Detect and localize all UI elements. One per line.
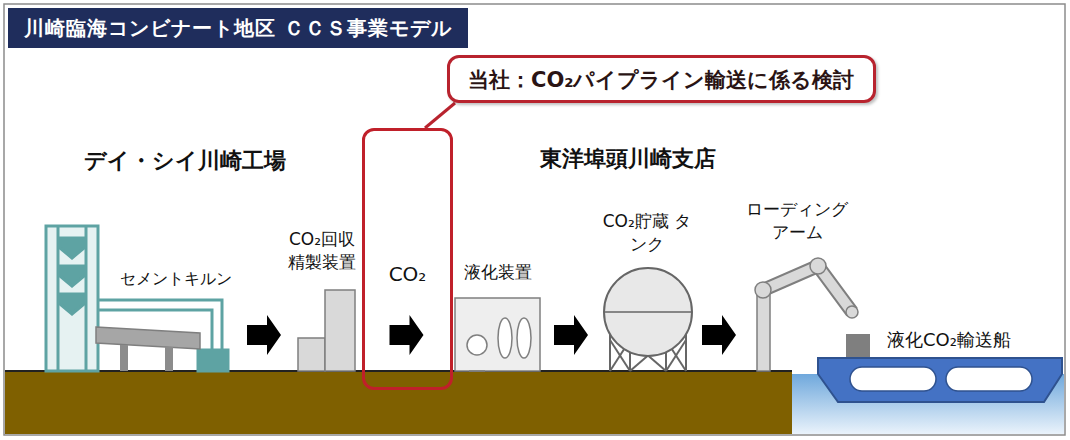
leader-line [425, 103, 455, 128]
outer-frame [4, 4, 1065, 435]
recovery-drawing [298, 290, 355, 371]
kiln-cylinder [96, 327, 200, 371]
flow-arrow [554, 315, 588, 355]
site-heading: デイ・シイ川崎工場 [84, 146, 286, 176]
flow-arrow [702, 315, 736, 355]
transport-ship: 液化CO₂輸送船 [815, 325, 1062, 405]
ground [5, 371, 792, 434]
kiln-drawing [46, 226, 228, 371]
node-text: ローディング アーム [742, 198, 852, 244]
node-text: CO₂ [365, 261, 450, 288]
storage-tank: CO₂貯蔵 タンク [598, 210, 696, 372]
title-band: 川崎臨海コンビナート地区 ＣＣＳ事業モデル [8, 8, 468, 48]
tank-drawing [604, 268, 692, 371]
node-text: CO₂回収 精製装置 [283, 228, 361, 274]
loading-arm: ローディング アーム [742, 198, 862, 372]
site-heading: 東洋埠頭川崎支店 [540, 144, 716, 174]
node-text: 当社：CO₂パイプライン輸送に係る検討 [468, 66, 854, 94]
node-text: 液化CO₂輸送船 [887, 328, 1011, 352]
node-text: セメントキルン [120, 268, 232, 290]
flow-arrow [247, 315, 281, 355]
liquefier: 液化装置 [452, 255, 544, 372]
flow-arrow [390, 315, 424, 355]
callout-box: 当社：CO₂パイプライン輸送に係る検討 [447, 55, 876, 103]
node-text: CO₂貯蔵 タンク [598, 210, 696, 256]
liquefier-drawing [455, 298, 540, 371]
pipeline-highlight: CO₂ [362, 128, 453, 390]
recovery-unit: CO₂回収 精製装置 [283, 228, 361, 372]
loading-arm-drawing [755, 258, 858, 371]
node-text: 液化装置 [452, 261, 544, 284]
cement-kiln: セメントキルン [35, 220, 245, 372]
